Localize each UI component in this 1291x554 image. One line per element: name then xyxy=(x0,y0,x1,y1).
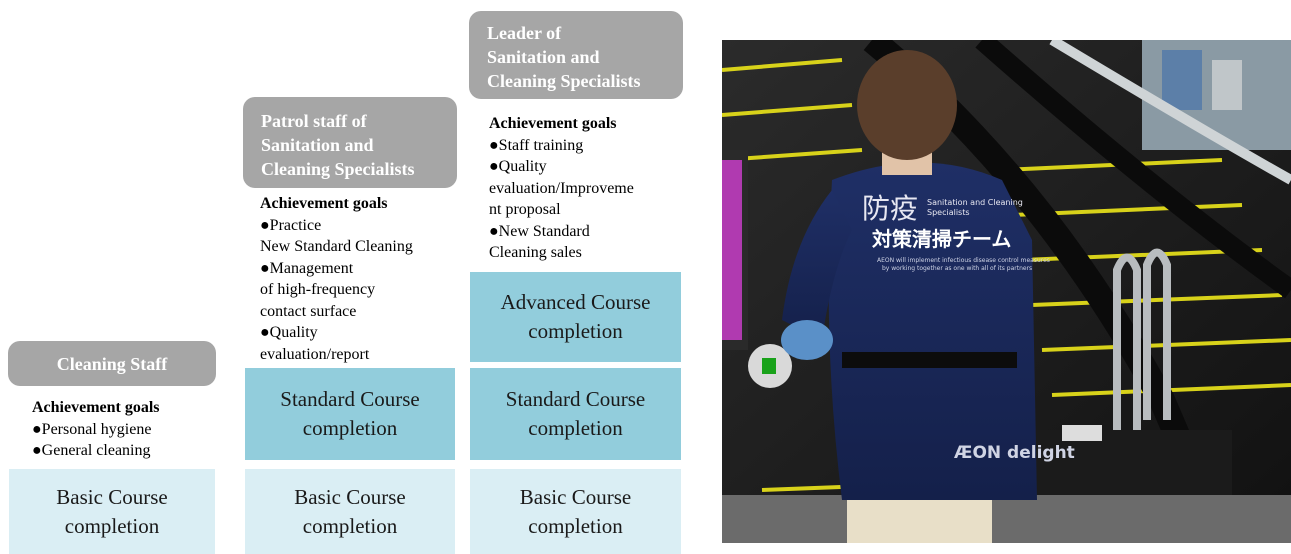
svg-text:防疫: 防疫 xyxy=(862,192,918,225)
role-leader: Leader of Sanitation and Cleaning Specia… xyxy=(469,11,683,99)
goals-patrol-staff: Achievement goals ●Practice New Standard… xyxy=(260,193,413,365)
svg-text:ÆON delight: ÆON delight xyxy=(954,443,1075,463)
role-label: Cleaning Staff xyxy=(56,353,168,374)
course-standard: Standard Course completion xyxy=(245,368,455,460)
goal-item: ●Staff training xyxy=(489,136,584,154)
goals-heading: Achievement goals xyxy=(32,399,160,416)
goal-item: ●Quality evaluation/Improveme nt proposa… xyxy=(489,158,634,218)
svg-text:Specialists: Specialists xyxy=(927,208,970,217)
course-basic: Basic Course completion xyxy=(470,469,681,554)
course-label: Standard Course completion xyxy=(280,387,420,440)
goal-item: ●Practice New Standard Cleaning xyxy=(260,216,413,256)
goal-item: ●Quality evaluation/report xyxy=(260,324,370,363)
photo-illustration: 防疫 Sanitation and Cleaning Specialists 対… xyxy=(722,40,1291,543)
course-standard: Standard Course completion xyxy=(470,368,681,460)
goals-cleaning-staff: Achievement goals ●Personal hygiene ●Gen… xyxy=(32,397,160,462)
goal-item: ●General cleaning xyxy=(32,442,151,459)
role-patrol-staff: Patrol staff of Sanitation and Cleaning … xyxy=(243,97,457,188)
goals-heading: Achievement goals xyxy=(489,115,617,132)
course-label: Basic Course completion xyxy=(519,484,632,538)
course-label: Basic Course completion xyxy=(294,484,406,538)
goals-heading: Achievement goals xyxy=(260,195,388,212)
course-label: Standard Course completion xyxy=(505,387,646,440)
role-label: Leader of Sanitation and Cleaning Specia… xyxy=(487,23,641,91)
svg-text:対策清掃チーム: 対策清掃チーム xyxy=(871,227,1011,251)
course-basic: Basic Course completion xyxy=(9,469,215,554)
goals-leader: Achievement goals ●Staff training ●Quali… xyxy=(489,113,634,264)
goal-item: ●Management of high-frequency contact su… xyxy=(260,259,376,320)
role-cleaning-staff: Cleaning Staff xyxy=(8,341,216,386)
course-label: Advanced Course completion xyxy=(500,290,651,343)
svg-text:by working together as one wit: by working together as one with all of i… xyxy=(882,265,1032,272)
svg-text:AEON will implement infectious: AEON will implement infectious disease c… xyxy=(877,257,1050,264)
role-label: Patrol staff of Sanitation and Cleaning … xyxy=(261,111,415,179)
goal-item: ●Personal hygiene xyxy=(32,420,152,438)
staff-cleaning-escalator-photo: 防疫 Sanitation and Cleaning Specialists 対… xyxy=(722,40,1291,543)
course-advanced: Advanced Course completion xyxy=(470,272,681,362)
course-basic: Basic Course completion xyxy=(245,469,455,554)
svg-text:Sanitation and Cleaning: Sanitation and Cleaning xyxy=(927,198,1023,207)
goal-item: ●New Standard Cleaning sales xyxy=(489,222,590,262)
course-label: Basic Course completion xyxy=(56,484,168,538)
